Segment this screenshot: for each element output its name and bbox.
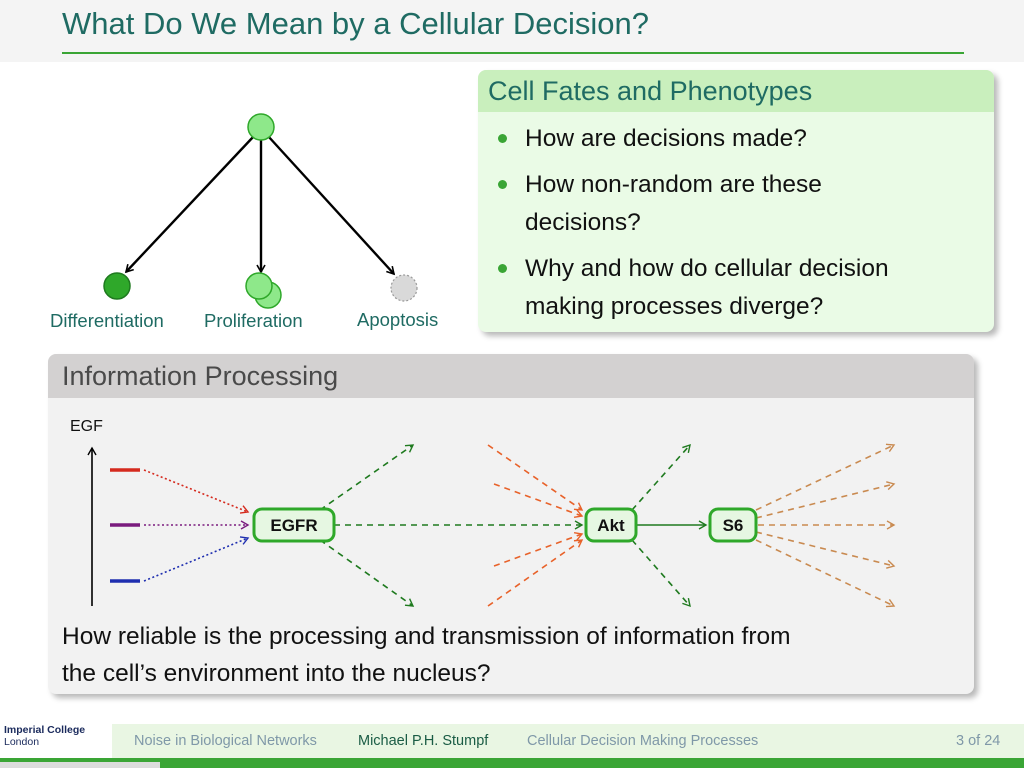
logo-line-1: Imperial College — [4, 724, 86, 736]
footer-section-title: Cellular Decision Making Processes — [527, 733, 759, 749]
footer-page-number: 3 of 24 — [956, 733, 1001, 749]
bullet-dot — [498, 134, 507, 143]
akt-input — [493, 483, 584, 519]
bullet-item: Why and how do cellular decision making … — [478, 250, 994, 326]
footer-bottom-line — [0, 758, 1024, 768]
signaling-pathway-diagram: EGF EGFR Akt S6 — [70, 418, 896, 608]
title-rule — [62, 52, 964, 54]
bullet-text: How are decisions made? — [525, 125, 807, 152]
bullet-text: How non-random are these — [525, 171, 822, 198]
akt-input — [487, 444, 584, 511]
imperial-college-logo: Imperial College London — [4, 724, 104, 748]
node-akt-label: Akt — [597, 516, 625, 535]
differentiated-cell — [103, 272, 131, 300]
block-cell-fates: Cell Fates and Phenotypes How are decisi… — [478, 70, 994, 332]
parent-cell — [247, 113, 275, 141]
s6-output — [755, 531, 896, 569]
node-s6-label: S6 — [723, 516, 744, 535]
node-s6-box — [708, 507, 758, 543]
apoptotic-cell — [390, 274, 418, 302]
egfr-branch-up — [319, 444, 415, 511]
egf-signal-low — [143, 536, 250, 582]
information-question: How reliable is the processing and trans… — [62, 618, 962, 692]
egfr-branch-down — [319, 539, 415, 607]
proliferating-cell-front — [245, 272, 273, 300]
logo-line-2: London — [4, 736, 40, 748]
bullet-text: Why and how do cellular decision — [525, 255, 889, 282]
bullet-item: How non-random are these decisions? — [478, 166, 994, 242]
node-egfr-box — [252, 507, 336, 543]
block-cell-fates-title: Cell Fates and Phenotypes — [478, 70, 994, 112]
footer-bar — [112, 724, 1024, 758]
bullet-text-cont: making processes diverge? — [525, 293, 824, 320]
label-proliferation: Proliferation — [204, 310, 303, 331]
egf-axis-label: EGF — [70, 418, 103, 435]
footer-bottom-gray — [0, 762, 160, 768]
footer-talk-title: Noise in Biological Networks — [134, 733, 317, 749]
akt-input — [493, 531, 584, 567]
block-information-processing-title: Information Processing — [48, 354, 974, 398]
bullet-dot — [498, 180, 507, 189]
akt-input — [487, 539, 584, 607]
s6-output — [755, 539, 896, 608]
bullet-text-cont: decisions? — [525, 209, 641, 236]
cell-fates-bullet-list: How are decisions made? How non-random a… — [478, 112, 994, 326]
s6-output — [755, 481, 896, 519]
node-akt-box — [584, 507, 638, 543]
title-bar — [0, 0, 1024, 62]
question-line-1: How reliable is the processing and trans… — [62, 623, 791, 650]
footer-author: Michael P.H. Stumpf — [358, 733, 489, 749]
egf-signal-high — [143, 469, 250, 514]
bullet-dot — [498, 264, 507, 273]
block-information-processing: Information Processing — [48, 354, 974, 694]
s6-output — [755, 443, 896, 511]
akt-branch-down — [631, 539, 691, 608]
bullet-item: How are decisions made? — [478, 120, 994, 158]
question-line-2: the cell’s environment into the nucleus? — [62, 660, 491, 687]
arrow-to-apoptosis — [267, 135, 396, 276]
label-apoptosis: Apoptosis — [357, 309, 438, 330]
akt-branch-up — [631, 443, 691, 511]
cell-fate-diagram: Differentiation Proliferation Apoptosis — [50, 113, 438, 331]
label-differentiation: Differentiation — [50, 310, 164, 331]
slide-title: What Do We Mean by a Cellular Decision? — [62, 6, 649, 41]
arrow-to-differentiation — [124, 135, 255, 274]
node-egfr-label: EGFR — [270, 516, 317, 535]
